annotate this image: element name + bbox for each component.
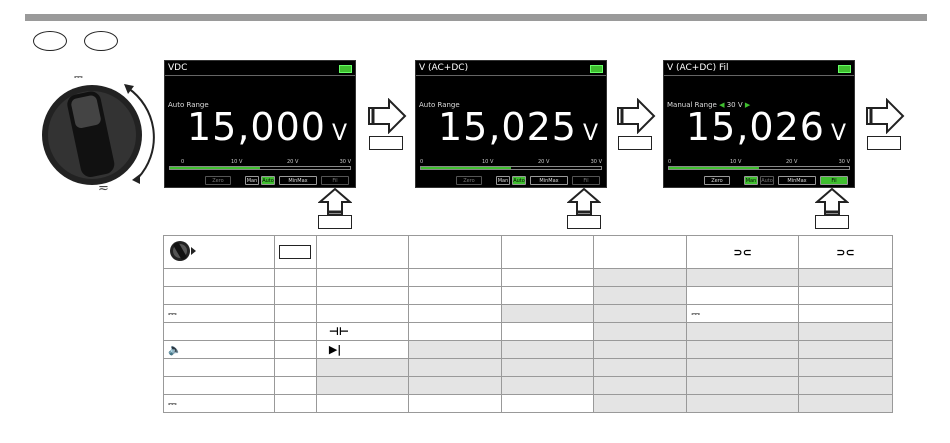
- dial-dc-symbol: ⎓: [74, 70, 83, 83]
- speaker-icon: 🔈: [168, 343, 182, 356]
- table-row: [163, 268, 893, 287]
- table-row: [163, 358, 893, 377]
- softkey-auto[interactable]: Auto: [261, 176, 275, 185]
- range-label: Manual Range ◀ 30 V ▶: [667, 101, 751, 109]
- range-label: Auto Range: [168, 101, 209, 109]
- softkey-zero[interactable]: Zero: [205, 176, 231, 185]
- softkey-auto[interactable]: Auto: [760, 176, 774, 185]
- dc-icon: ⎓: [168, 396, 177, 410]
- dc-icon: ⎓: [168, 306, 177, 320]
- up-arrow-icon: [815, 188, 849, 216]
- key-button[interactable]: [618, 136, 652, 150]
- screen-title: V (AC+DC): [419, 63, 469, 73]
- battery-icon: [838, 65, 851, 73]
- key-button[interactable]: [815, 215, 849, 229]
- table-row: ⊣⊢: [163, 322, 893, 341]
- screen-title: VDC: [168, 63, 188, 73]
- table-row: ⎓: [163, 394, 893, 413]
- diode-icon: ▶|: [328, 343, 342, 356]
- softkey-delta-minmax[interactable]: MinMax: [279, 176, 317, 185]
- table-row: [163, 376, 893, 395]
- clamp-icon: ⊃⊂: [836, 245, 855, 259]
- rotary-dial[interactable]: [30, 70, 160, 200]
- capacitor-icon: ⊣⊢: [328, 325, 349, 338]
- table-row: ⎓⎓: [163, 304, 893, 323]
- right-arrow-icon: [617, 98, 656, 134]
- indicator-ellipse-2: [84, 31, 118, 51]
- indicator-ellipse-1: [33, 31, 67, 51]
- softkey-man[interactable]: Man: [245, 176, 259, 185]
- screen-title: V (AC+DC) Fil: [667, 63, 729, 73]
- clamp-icon: ⊃⊂: [733, 245, 752, 259]
- right-arrow-icon: [368, 98, 407, 134]
- up-arrow-icon: [567, 188, 601, 216]
- key-button[interactable]: [369, 136, 403, 150]
- softkey-man[interactable]: Man: [496, 176, 510, 185]
- rotary-switch-icon: [170, 240, 196, 261]
- dial-acdc-symbol: ≂: [98, 181, 109, 196]
- function-table: ⊃⊂ ⊃⊂ ⎓⎓ ⊣⊢ 🔈▶| ⎓: [163, 235, 893, 413]
- softkey-auto[interactable]: Auto: [512, 176, 526, 185]
- key-button[interactable]: [867, 136, 901, 150]
- right-arrow-icon: [866, 98, 905, 134]
- key-button: [278, 245, 311, 259]
- up-arrow-icon: [318, 188, 352, 216]
- battery-icon: [339, 65, 352, 73]
- softkey-delta-minmax[interactable]: MinMax: [530, 176, 568, 185]
- softkey-delta-minmax[interactable]: MinMax: [778, 176, 816, 185]
- dc-icon: ⎓: [691, 306, 700, 320]
- top-rule: [25, 14, 927, 21]
- display-screen-acdc-fil: V (AC+DC) Fil Manual Range ◀ 30 V ▶ 15,0…: [663, 60, 855, 188]
- table-row: [163, 286, 893, 305]
- softkey-fil[interactable]: Fil: [820, 176, 848, 185]
- softkey-zero[interactable]: Zero: [704, 176, 730, 185]
- key-button[interactable]: [318, 215, 352, 229]
- range-label: Auto Range: [419, 101, 460, 109]
- softkey-fil[interactable]: Fil: [321, 176, 349, 185]
- softkey-man[interactable]: Man: [744, 176, 758, 185]
- battery-icon: [590, 65, 603, 73]
- softkey-fil[interactable]: Fil: [572, 176, 600, 185]
- table-header-row: ⊃⊂ ⊃⊂: [163, 235, 893, 269]
- softkey-zero[interactable]: Zero: [456, 176, 482, 185]
- key-button[interactable]: [567, 215, 601, 229]
- table-row: 🔈 ▶|: [163, 340, 893, 359]
